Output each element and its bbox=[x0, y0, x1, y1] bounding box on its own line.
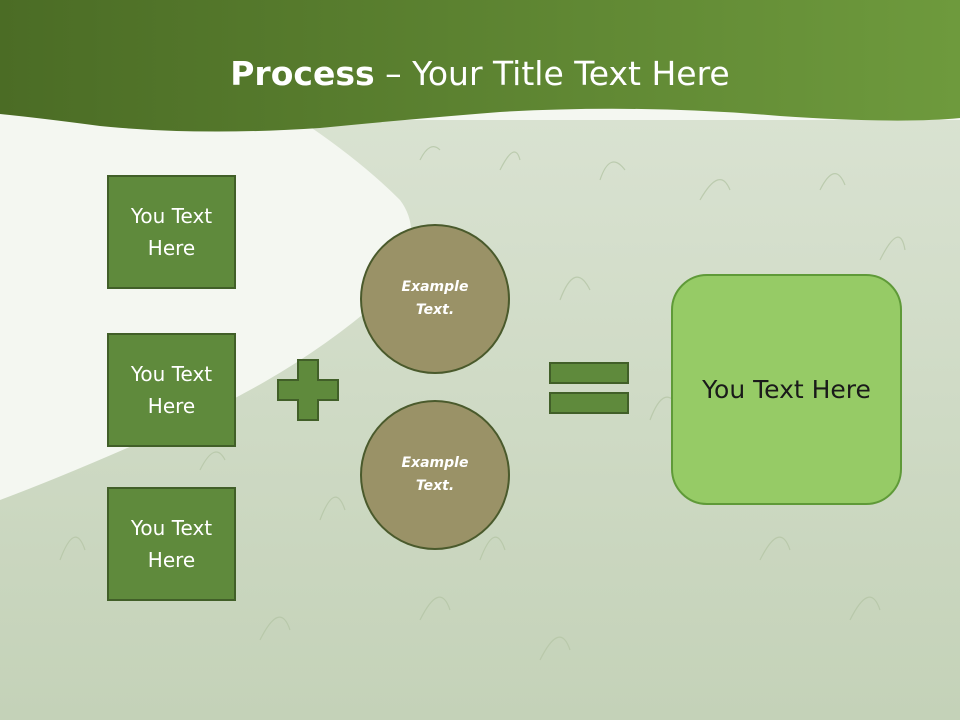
result-box: You Text Here bbox=[671, 274, 902, 505]
plus-icon bbox=[277, 359, 339, 421]
title-strong: Process bbox=[230, 54, 375, 93]
left-box-3: You Text Here bbox=[107, 487, 236, 601]
circle-2-label: Example Text. bbox=[401, 455, 469, 494]
left-box-2: You Text Here bbox=[107, 333, 236, 447]
left-box-1-label: You Text Here bbox=[130, 204, 213, 260]
circle-2: Example Text. bbox=[360, 400, 510, 550]
page-title: Process – Your Title Text Here bbox=[0, 52, 960, 96]
left-box-1: You Text Here bbox=[107, 175, 236, 289]
circle-1-label: Example Text. bbox=[401, 279, 469, 318]
left-box-3-label: You Text Here bbox=[130, 516, 213, 572]
result-label: You Text Here bbox=[702, 375, 871, 404]
circle-1: Example Text. bbox=[360, 224, 510, 374]
title-rest: – Your Title Text Here bbox=[374, 54, 730, 93]
equals-icon bbox=[549, 362, 629, 414]
left-box-2-label: You Text Here bbox=[130, 362, 213, 418]
